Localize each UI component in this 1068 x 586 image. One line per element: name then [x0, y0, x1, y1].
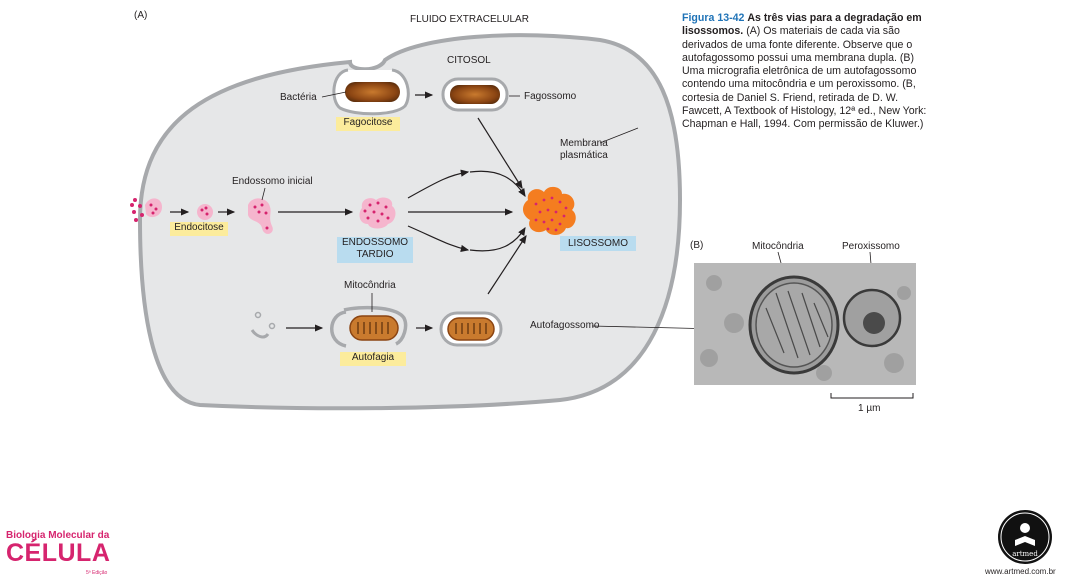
electron-micrograph [694, 263, 916, 385]
late-endosome [359, 197, 396, 229]
cytosol-label: CITOSOL [447, 55, 491, 66]
phagosome-label: Fagossomo [524, 91, 577, 102]
micro-cristae [765, 290, 829, 359]
scale-bar [830, 393, 914, 399]
extracellular-label: FLUIDO EXTRACELULAR [410, 14, 529, 25]
micrograph-image [694, 263, 916, 385]
panel-b-label: (B) [690, 240, 704, 251]
figure-title: As três vias para a degradação em lisoss… [682, 12, 922, 38]
phagosome-bacterium [450, 85, 500, 104]
panel-a-label: (A) [134, 10, 148, 21]
autophagy-box: Autofagia [340, 352, 406, 366]
bacteria-label: Bactéria [280, 92, 317, 103]
membrane-label-line1: Membrana [560, 138, 608, 149]
late-endosome-line2: TARDIO [356, 249, 394, 260]
artmed-logo-icon: artmed [1000, 512, 1050, 562]
autophagosome [439, 311, 503, 347]
logo-text: artmed [1012, 550, 1038, 558]
mitochondrion [349, 315, 399, 341]
book-branding: Biologia Molecular da CÉLULA 5ª Edição [6, 530, 111, 576]
micro-peroxisome-label: Peroxissomo [842, 241, 900, 252]
bacterium [345, 82, 400, 102]
arrow-from-phagosome [477, 117, 523, 190]
bacteria-pointer [321, 91, 347, 98]
autophagy-small-vesicles [250, 311, 276, 339]
isolation-membrane [330, 305, 408, 348]
cell-membrane [137, 33, 683, 411]
artmed-logo: artmed [998, 510, 1052, 564]
autophagosome-label: Autofagossomo [530, 320, 600, 331]
lysosome [523, 186, 576, 235]
micro-mitochondrion-label: Mitocôndria [752, 241, 804, 252]
endocytosis-cargo [130, 198, 162, 222]
mitochondrion-label: Mitocôndria [344, 280, 396, 291]
arrow-late-to-lysosome-lower [407, 225, 470, 252]
endocytic-vesicle [197, 204, 213, 220]
membrane-label: Membrana plasmática [560, 138, 608, 162]
late-endosome-line1: ENDOSSOMO [341, 237, 409, 248]
early-endosome [248, 198, 273, 234]
lysosome-box: LISOSSOMO [560, 236, 636, 251]
micrograph-texture [700, 275, 911, 381]
early-endosome-pointer [261, 187, 266, 201]
late-endosome-box: ENDOSSOMO TARDIO [337, 237, 413, 263]
arrow-lower-to-lysosome [469, 226, 526, 252]
figure-number: Figura 13-42 [682, 12, 745, 24]
arrow-phagosome-to-lysosome [469, 170, 526, 198]
phagocytosis-box: Fagocitose [336, 117, 400, 131]
book-edition: 5ª Edição [86, 570, 108, 576]
website-link[interactable]: www.artmed.com.br [985, 567, 1056, 576]
arrow-late-to-lysosome-upper [407, 169, 470, 199]
membrane-label-line2: plasmática [560, 150, 608, 161]
arrow-from-autophagosome [487, 234, 527, 295]
figure-body: (A) Os materiais de cada via são derivad… [682, 25, 927, 131]
membrane-pointer [599, 127, 639, 144]
book-title-line1: Biologia Molecular da [6, 530, 110, 541]
figure-caption: Figura 13-42 As três vias para a degrada… [682, 12, 932, 132]
scale-label: 1 µm [858, 403, 881, 414]
early-endosome-label: Endossomo inicial [232, 176, 313, 187]
endocytosis-box: Endocitose [170, 222, 228, 236]
book-title-line2: CÉLULA [6, 539, 111, 567]
